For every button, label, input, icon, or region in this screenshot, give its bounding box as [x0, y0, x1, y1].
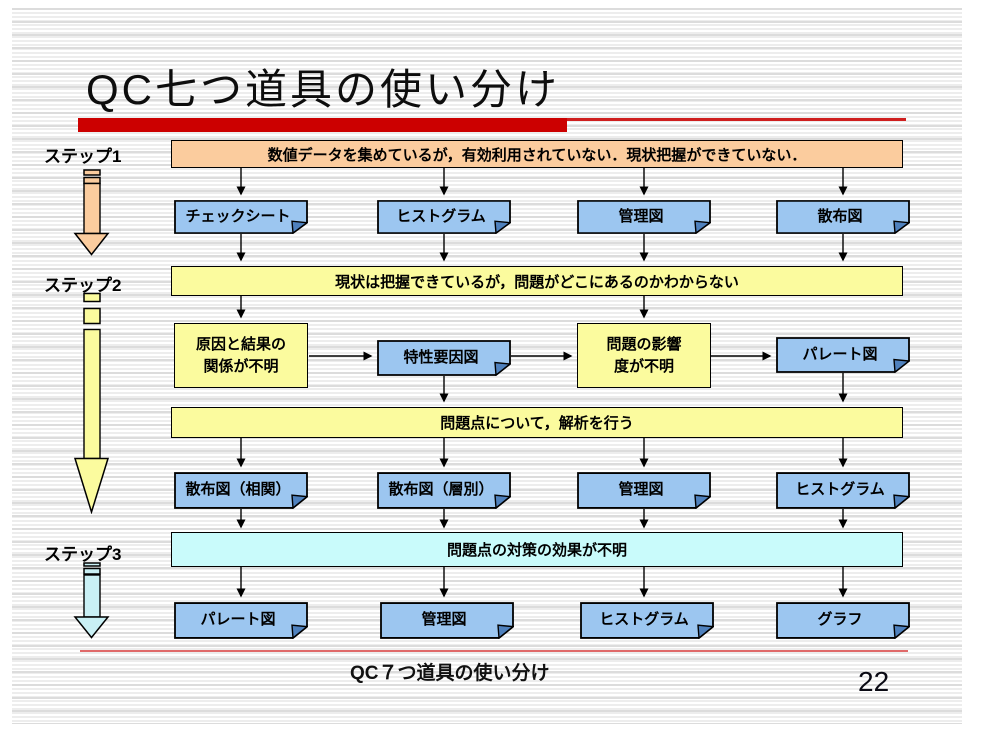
title-underline-rule	[567, 118, 906, 121]
page-number: 22	[858, 666, 890, 697]
tool-box-pareto: パレート図	[174, 602, 308, 639]
tool-box-histogram: ヒストグラム	[377, 200, 511, 234]
footer-divider-line	[80, 650, 908, 652]
page-title: QC七つ道具の使い分け	[86, 66, 561, 113]
tool-box-label: パレート図	[200, 611, 276, 628]
tool-box-label: 散布図（相関）	[185, 481, 291, 498]
step1-down-arrow-icon	[73, 169, 110, 256]
tool-box-label: ヒストグラム	[599, 611, 689, 628]
problem-box-line: 原因と結果の	[195, 335, 286, 353]
tool-box-control-chart: 管理図	[380, 602, 514, 639]
tool-box-label: 管理図	[618, 207, 664, 225]
tool-box-label: ヒストグラム	[795, 481, 885, 498]
band-step1-problem: 数値データを集めているが，有効利用されていない．現状把握ができていない．	[171, 140, 903, 168]
problem-box-impact-unknown: 問題の影響 度が不明	[577, 323, 711, 388]
tool-box-histogram: ヒストグラム	[776, 472, 910, 509]
tool-box-pareto: パレート図	[776, 337, 910, 373]
tool-box-histogram: ヒストグラム	[580, 602, 714, 639]
band-analysis: 問題点について，解析を行う	[171, 407, 903, 438]
step3-label: ステップ3	[44, 545, 122, 564]
step3-down-arrow-icon	[73, 562, 110, 639]
tool-box-label: 特性要因図	[403, 348, 479, 366]
tool-box-fishbone: 特性要因図	[377, 340, 511, 376]
tool-box-label: ヒストグラム	[396, 207, 486, 225]
problem-box-cause-unknown: 原因と結果の 関係が不明	[174, 323, 308, 388]
tool-box-check-sheet: チェックシート	[174, 200, 308, 234]
tool-box-scatter-correlation: 散布図（相関）	[174, 472, 308, 509]
step2-label: ステップ2	[44, 276, 122, 295]
tool-box-graph: グラフ	[776, 602, 910, 639]
tool-box-label: グラフ	[817, 611, 863, 628]
tool-box-control-chart: 管理図	[577, 472, 711, 509]
tool-box-label: チェックシート	[185, 207, 291, 225]
footer-caption: QC７つ道具の使い分け	[350, 663, 550, 684]
problem-box-line: 度が不明	[613, 357, 674, 375]
step1-label: ステップ1	[44, 147, 122, 166]
tool-box-label: 散布図	[817, 207, 863, 225]
tool-box-label: 散布図（層別）	[388, 481, 494, 498]
problem-box-line: 関係が不明	[203, 357, 279, 375]
tool-box-label: パレート図	[802, 345, 878, 363]
title-underline-bar	[78, 118, 567, 132]
band-step3-problem: 問題点の対策の効果が不明	[171, 532, 903, 567]
tool-box-label: 管理図	[421, 611, 467, 628]
tool-box-control-chart: 管理図	[577, 200, 711, 234]
tool-box-scatter-stratified: 散布図（層別）	[377, 472, 511, 509]
step2-down-arrow-icon	[73, 292, 110, 514]
tool-box-scatter: 散布図	[776, 200, 910, 234]
problem-box-line: 問題の影響	[606, 335, 682, 353]
tool-box-label: 管理図	[618, 481, 664, 498]
band-step2-problem: 現状は把握できているが，問題がどこにあるのかわからない	[171, 266, 903, 296]
